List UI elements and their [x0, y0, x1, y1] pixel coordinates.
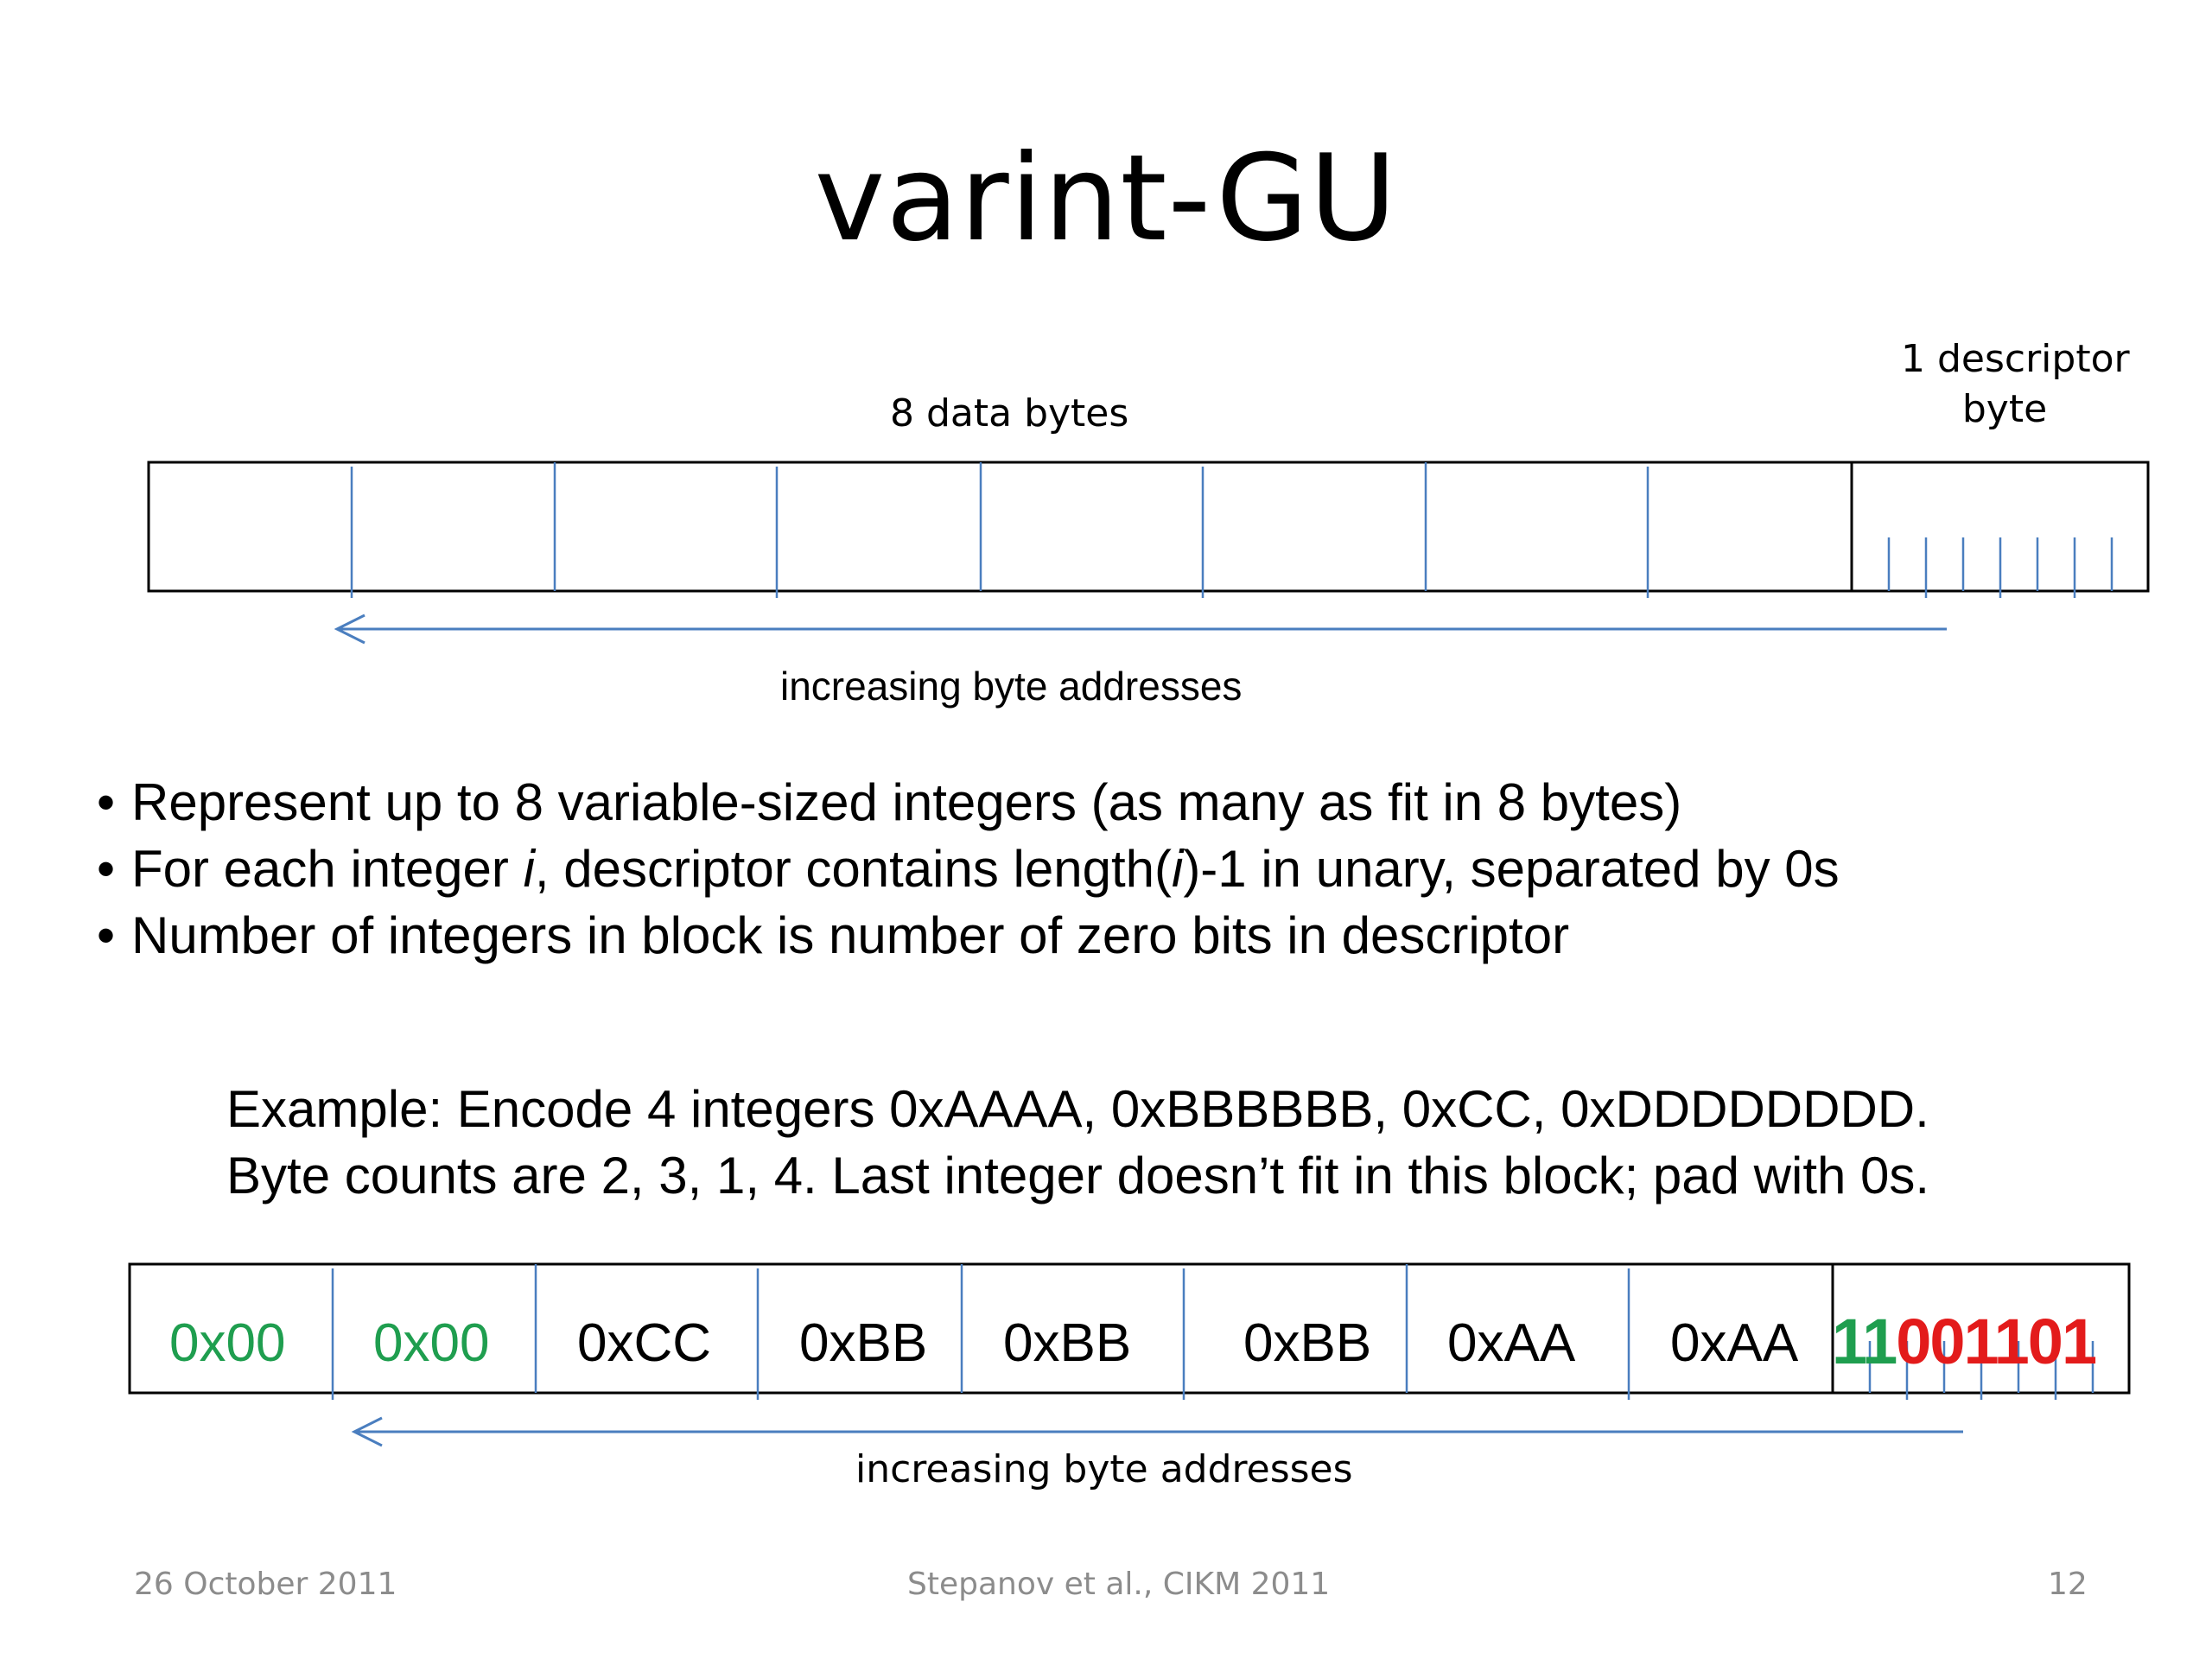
example-line2: Byte counts are 2, 3, 1, 4. Last integer…: [226, 1147, 1930, 1205]
byte-cell-value: 0xCC: [577, 1313, 712, 1373]
bullet-text: Number of integers in block is number of…: [131, 906, 1570, 964]
byte-cell-value: 0x00: [169, 1313, 286, 1373]
top-descriptor-bit-ticks: [1887, 537, 2113, 598]
bullet-italic-var: i: [1171, 840, 1184, 898]
bullet-dot: •: [97, 840, 116, 898]
bullet-item: • For each integer i, descriptor contains…: [97, 836, 1840, 902]
top-data-byte-dividers: [350, 462, 1649, 598]
bottom-byte-block: [128, 1262, 2131, 1447]
bullet-text: )-1 in unary, separated by 0s: [1183, 840, 1840, 898]
bottom-descriptor-bit-ticks: [1868, 1341, 2094, 1400]
footer-page-number: 12: [2048, 1567, 2088, 1602]
descriptor-bit: 1: [1832, 1306, 1864, 1377]
bullet-text: For each integer: [131, 840, 524, 898]
descriptor-bit: 0: [1896, 1306, 1931, 1377]
bottom-address-arrow: [351, 1416, 1963, 1447]
byte-cell-value: 0xBB: [1003, 1313, 1132, 1373]
bullet-dot: •: [97, 906, 116, 964]
descriptor-bit: 1: [2061, 1306, 2097, 1377]
bottom-arrow-head-icon: [351, 1416, 383, 1447]
byte-cell-value: 0xAA: [1670, 1313, 1799, 1373]
bullet-list: • Represent up to 8 variable-sized intege…: [97, 769, 1840, 969]
byte-cell-value: 0x00: [373, 1313, 490, 1373]
bullet-italic-var: i: [523, 840, 535, 898]
bullet-item: • Represent up to 8 variable-sized intege…: [97, 769, 1840, 836]
bullet-item: • Number of integers in block is number o…: [97, 902, 1840, 969]
descriptor-label-line2: byte: [1961, 387, 2048, 431]
top-block-outline: [147, 461, 2150, 593]
bottom-block-outline: [128, 1262, 2131, 1395]
data-bytes-label: 8 data bytes: [890, 391, 1129, 435]
footer-date: 26 October 2011: [134, 1567, 397, 1602]
top-arrow-label: increasing byte addresses: [780, 664, 1243, 709]
descriptor-bits: 11001101: [1832, 1303, 2097, 1381]
descriptor-bit: 0: [2027, 1306, 2063, 1377]
descriptor-bit: 1: [1993, 1306, 2030, 1377]
bottom-arrow-label: increasing byte addresses: [855, 1447, 1353, 1491]
bottom-data-byte-dividers: [331, 1264, 1630, 1400]
descriptor-bit: 1: [1862, 1306, 1897, 1377]
example-line1: Example: Encode 4 integers 0xAAAA, 0xBBB…: [226, 1080, 1929, 1138]
example-text: Example: Encode 4 integers 0xAAAA, 0xBBB…: [226, 1076, 1929, 1209]
byte-cell-value: 0xBB: [799, 1313, 928, 1373]
footer-citation: Stepanov et al., CIKM 2011: [907, 1567, 1331, 1602]
byte-cell-value: 0xBB: [1243, 1313, 1372, 1373]
top-arrow-head-icon: [334, 613, 365, 645]
byte-cell-value: 0xAA: [1447, 1313, 1576, 1373]
top-address-arrow: [334, 613, 1947, 645]
bullet-dot: •: [97, 773, 116, 831]
descriptor-label-line1: 1 descriptor: [1901, 337, 2130, 381]
slide-title: varint-GU: [814, 129, 1398, 268]
descriptor-bit: 1: [1963, 1306, 1996, 1377]
bullet-text: Represent up to 8 variable-sized integer…: [131, 773, 1682, 831]
top-byte-block: [147, 461, 2150, 645]
bullet-text: , descriptor contains length(: [534, 840, 1172, 898]
descriptor-bit: 0: [1929, 1306, 1965, 1377]
